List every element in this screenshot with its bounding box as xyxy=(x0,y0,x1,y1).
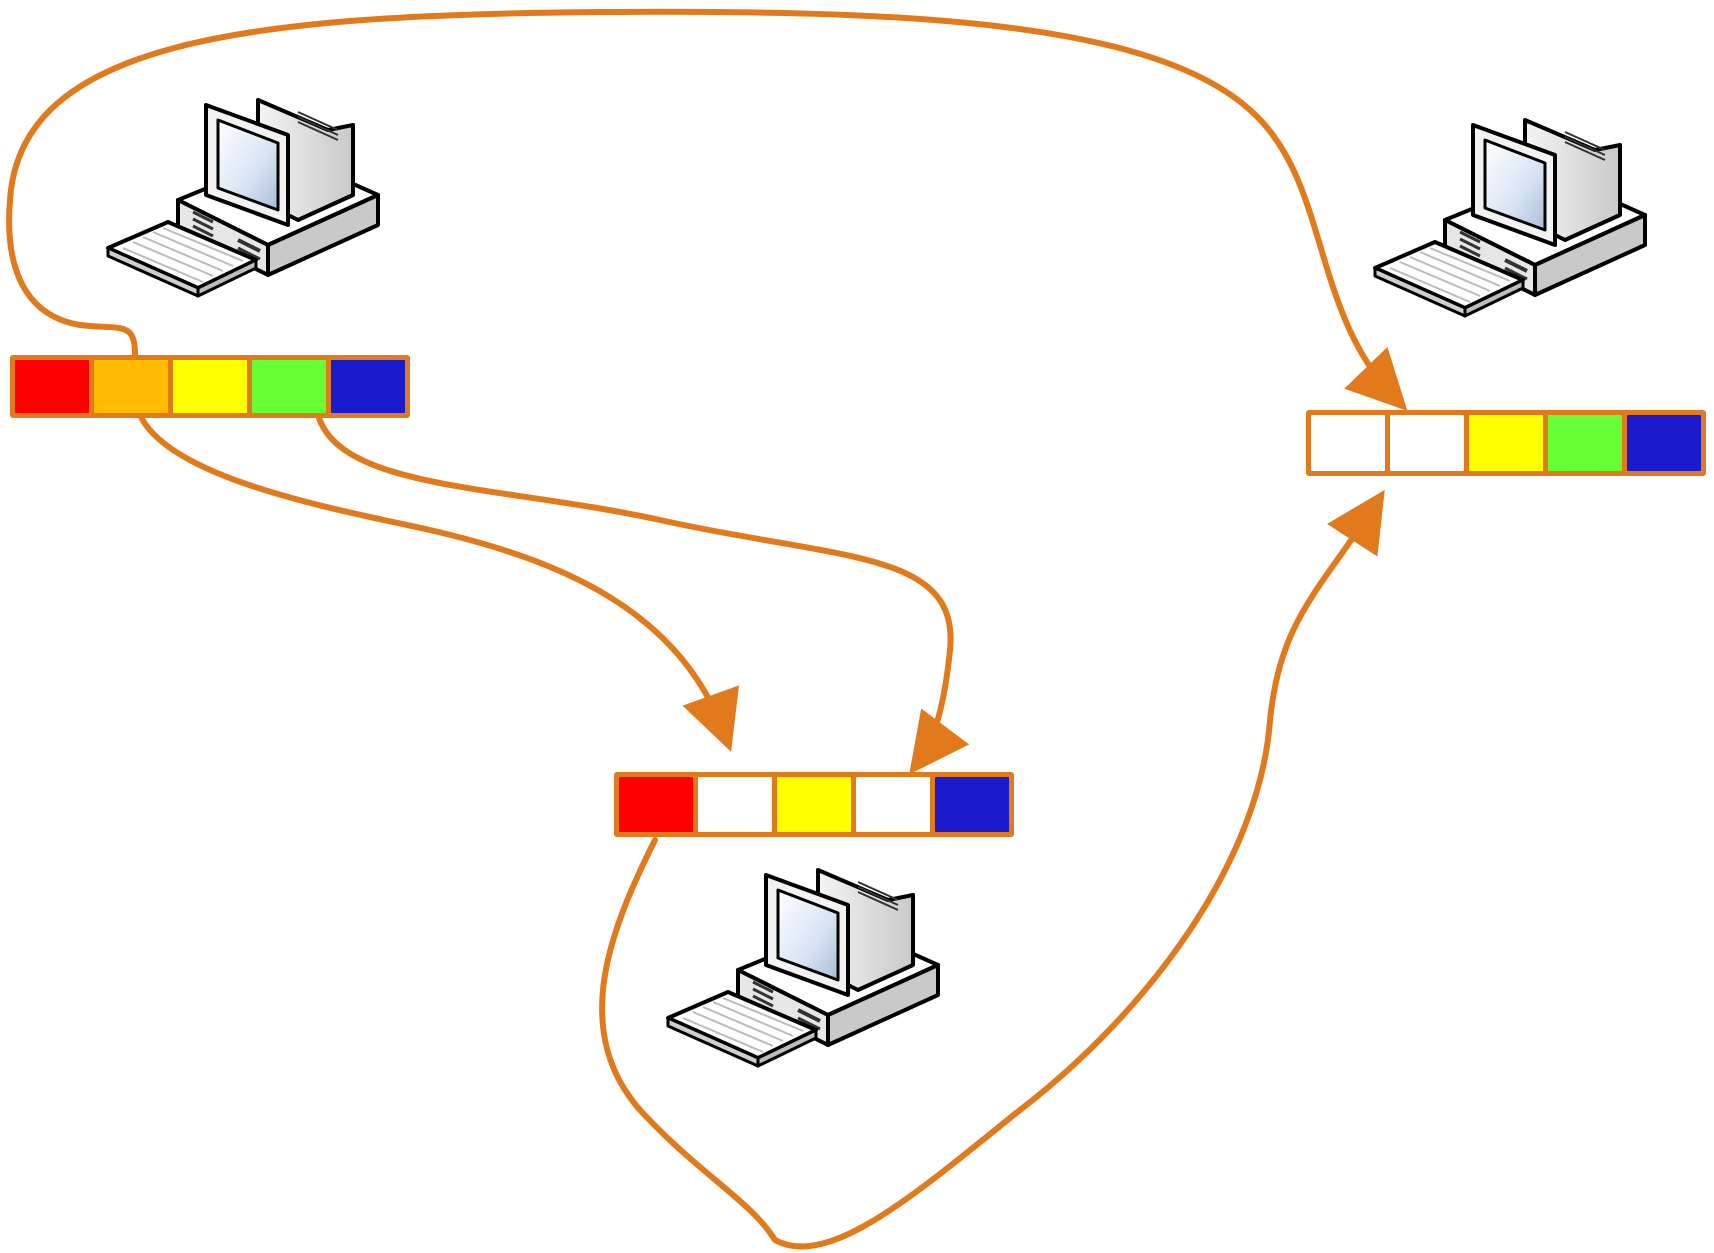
computer-icon xyxy=(1373,118,1647,318)
file-piece-present xyxy=(935,777,1009,832)
computer-icon xyxy=(106,98,380,298)
transfer-arrow xyxy=(599,489,1385,1250)
transfer-arrow xyxy=(137,412,739,752)
file-piece-present xyxy=(1548,415,1622,471)
computer-icon xyxy=(666,868,940,1068)
file-piece-present xyxy=(252,360,326,413)
file-piece-missing xyxy=(698,777,772,832)
file-piece-missing xyxy=(856,777,930,832)
file-piece-present xyxy=(331,360,405,413)
transfer-arrow xyxy=(315,412,970,775)
file-piece-present xyxy=(15,360,89,413)
piece-bar-peer-c xyxy=(1306,410,1706,476)
piece-bar-peer-b xyxy=(614,772,1014,837)
piece-bar-peer-a xyxy=(10,355,410,418)
file-piece-present xyxy=(1469,415,1543,471)
file-piece-present xyxy=(173,360,247,413)
file-piece-missing xyxy=(1390,415,1464,471)
file-piece-present xyxy=(777,777,851,832)
file-piece-missing xyxy=(1311,415,1385,471)
file-piece-present xyxy=(619,777,693,832)
file-piece-present xyxy=(94,360,168,413)
transfer-arrow xyxy=(6,8,1408,411)
file-piece-present xyxy=(1627,415,1701,471)
